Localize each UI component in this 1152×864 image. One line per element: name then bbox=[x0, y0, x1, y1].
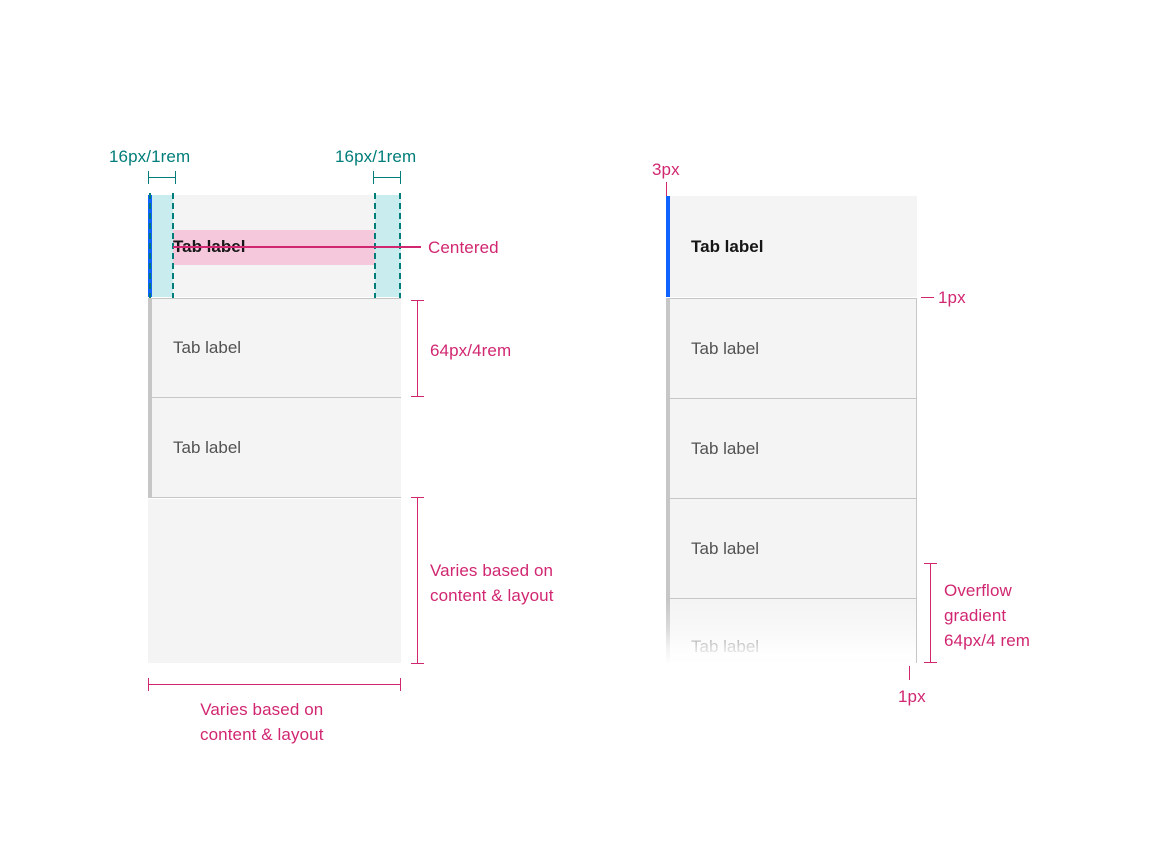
left-height-varies-label: Varies based on content & layout bbox=[430, 558, 554, 608]
left-centered-label: Centered bbox=[428, 238, 499, 257]
left-tab-3-label: Tab label bbox=[173, 437, 242, 457]
left-tab-2[interactable]: Tab label bbox=[148, 298, 401, 398]
right-tab-2-label: Tab label bbox=[691, 338, 760, 358]
right-tab-4[interactable]: Tab label bbox=[666, 498, 917, 598]
left-padding-fill-start bbox=[152, 195, 173, 297]
right-tab-3-indicator bbox=[666, 398, 670, 498]
right-selected-bar-label: 3px bbox=[652, 160, 680, 179]
right-tab-5-label: Tab label bbox=[691, 637, 760, 656]
right-divider-label: 1px bbox=[938, 288, 966, 307]
right-tab-4-indicator bbox=[666, 498, 670, 598]
right-divider-tick bbox=[921, 297, 934, 298]
right-active-indicator-bar bbox=[666, 196, 670, 297]
right-tab-5-indicator bbox=[666, 598, 670, 663]
right-tab-3-label: Tab label bbox=[691, 438, 760, 458]
right-bottom-border-tick bbox=[909, 666, 910, 680]
left-height-varies-text: Varies based on content & layout bbox=[430, 561, 554, 605]
left-padding-label-end: 16px/1rem bbox=[335, 147, 417, 166]
left-tab-3[interactable]: Tab label bbox=[148, 398, 401, 498]
left-guide-panel-start bbox=[149, 193, 151, 299]
left-width-varies-text: Varies based on content & layout bbox=[200, 700, 324, 744]
right-overflow-label: Overflow gradient 64px/4 rem bbox=[944, 578, 1030, 653]
right-bottom-border-label: 1px bbox=[898, 687, 926, 706]
left-content-region bbox=[148, 499, 401, 663]
left-tab-2-indicator bbox=[148, 298, 152, 398]
right-tab-5-overflow[interactable]: Tab label bbox=[666, 598, 917, 663]
right-panel-right-edge bbox=[916, 298, 917, 663]
left-tab-height-label: 64px/4rem bbox=[430, 341, 512, 360]
left-padding-label-start: 16px/1rem bbox=[109, 147, 191, 166]
left-tab-2-label: Tab label bbox=[173, 338, 242, 357]
left-tab-3-indicator bbox=[148, 398, 152, 498]
right-tab-active-label: Tab label bbox=[691, 236, 764, 256]
right-tab-2[interactable]: Tab label bbox=[666, 298, 917, 398]
right-tab-2-indicator bbox=[666, 298, 670, 398]
right-overflow-text: Overflow gradient 64px/4 rem bbox=[944, 581, 1031, 650]
right-tab-active[interactable]: Tab label bbox=[666, 196, 917, 297]
left-center-highlight-band bbox=[173, 230, 375, 265]
left-center-rule bbox=[173, 246, 421, 248]
left-width-varies-label: Varies based on content & layout bbox=[200, 697, 324, 747]
right-tab-4-label: Tab label bbox=[691, 538, 760, 558]
right-selected-bar-tick bbox=[666, 182, 667, 196]
right-tab-3[interactable]: Tab label bbox=[666, 398, 917, 498]
